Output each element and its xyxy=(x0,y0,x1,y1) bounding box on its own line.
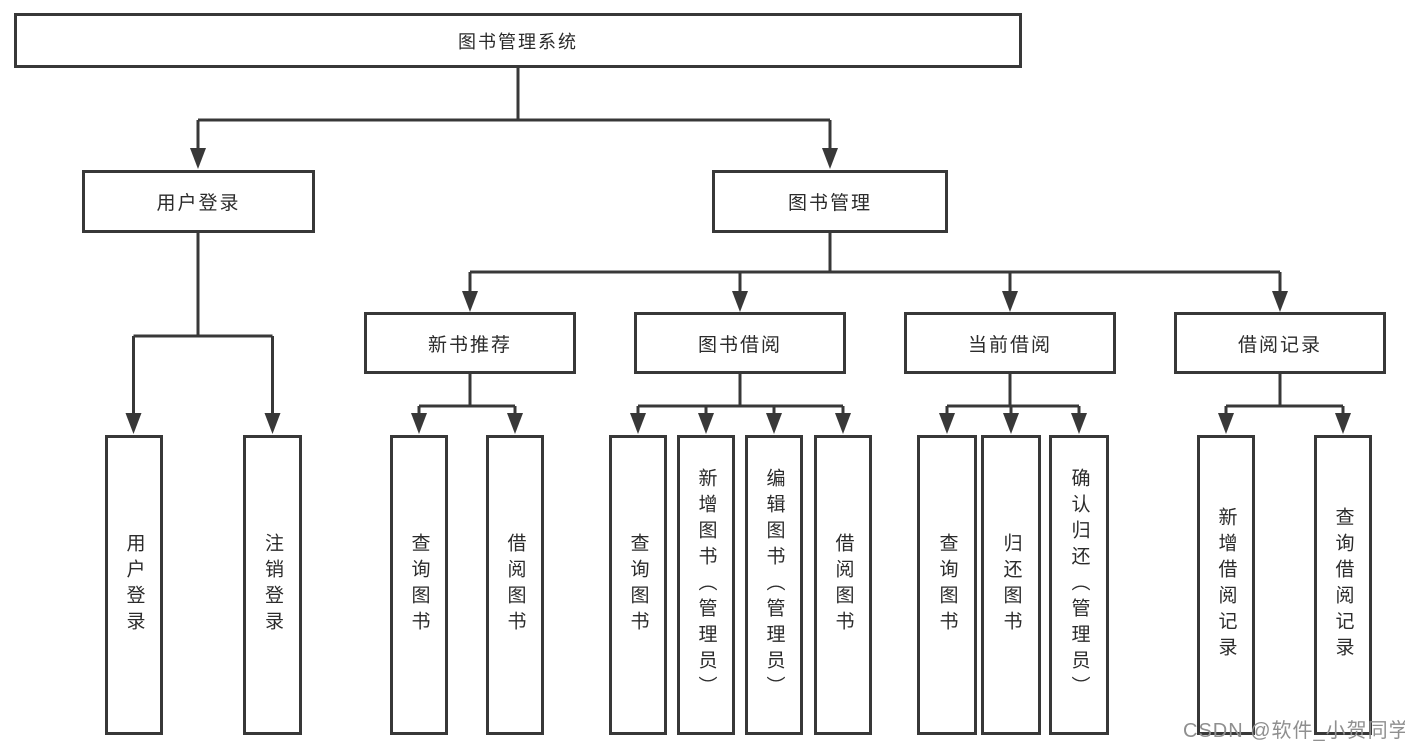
node-leaf-edit-books-admin-label: 编辑图书（管理员） xyxy=(763,468,785,702)
node-book-borrowing: 图书借阅 xyxy=(634,312,846,374)
node-leaf-confirm-return-admin-label: 确认归还（管理员） xyxy=(1068,468,1090,702)
node-leaf-query-borrow-record-label: 查询借阅记录 xyxy=(1332,507,1354,663)
node-leaf-add-books-admin: 新增图书（管理员） xyxy=(677,435,735,735)
node-leaf-user-login: 用户登录 xyxy=(105,435,163,735)
node-book-management: 图书管理 xyxy=(712,170,948,233)
node-leaf-borrow-books-recommend-label: 借阅图书 xyxy=(504,533,526,637)
node-leaf-logout-label: 注销登录 xyxy=(262,533,283,637)
node-leaf-borrow-books-recommend: 借阅图书 xyxy=(486,435,544,735)
node-leaf-query-books-current-label: 查询图书 xyxy=(936,533,958,637)
node-leaf-edit-books-admin: 编辑图书（管理员） xyxy=(745,435,803,735)
node-leaf-query-books-borrow-label: 查询图书 xyxy=(627,533,649,637)
node-borrowing-records: 借阅记录 xyxy=(1174,312,1386,374)
node-leaf-borrow-books-label: 借阅图书 xyxy=(832,533,854,637)
node-leaf-borrow-books: 借阅图书 xyxy=(814,435,872,735)
csdn-watermark: CSDN @软件_小贺同学 xyxy=(1183,720,1405,742)
node-leaf-return-books: 归还图书 xyxy=(981,435,1041,735)
node-leaf-add-books-admin-label: 新增图书（管理员） xyxy=(695,468,717,702)
node-leaf-query-borrow-record: 查询借阅记录 xyxy=(1314,435,1372,735)
node-leaf-add-borrow-record: 新增借阅记录 xyxy=(1197,435,1255,735)
node-leaf-query-books-borrow: 查询图书 xyxy=(609,435,667,735)
node-user-login: 用户登录 xyxy=(82,170,315,233)
node-leaf-logout: 注销登录 xyxy=(243,435,302,735)
node-leaf-query-books-recommend: 查询图书 xyxy=(390,435,448,735)
node-leaf-add-borrow-record-label: 新增借阅记录 xyxy=(1215,507,1237,663)
node-leaf-user-login-label: 用户登录 xyxy=(123,533,145,637)
node-leaf-return-books-label: 归还图书 xyxy=(1000,533,1022,637)
node-leaf-confirm-return-admin: 确认归还（管理员） xyxy=(1049,435,1109,735)
node-leaf-query-books-recommend-label: 查询图书 xyxy=(408,533,430,637)
node-current-borrowing: 当前借阅 xyxy=(904,312,1116,374)
node-root: 图书管理系统 xyxy=(14,13,1022,68)
node-leaf-query-books-current: 查询图书 xyxy=(917,435,977,735)
node-new-book-recommendation: 新书推荐 xyxy=(364,312,576,374)
